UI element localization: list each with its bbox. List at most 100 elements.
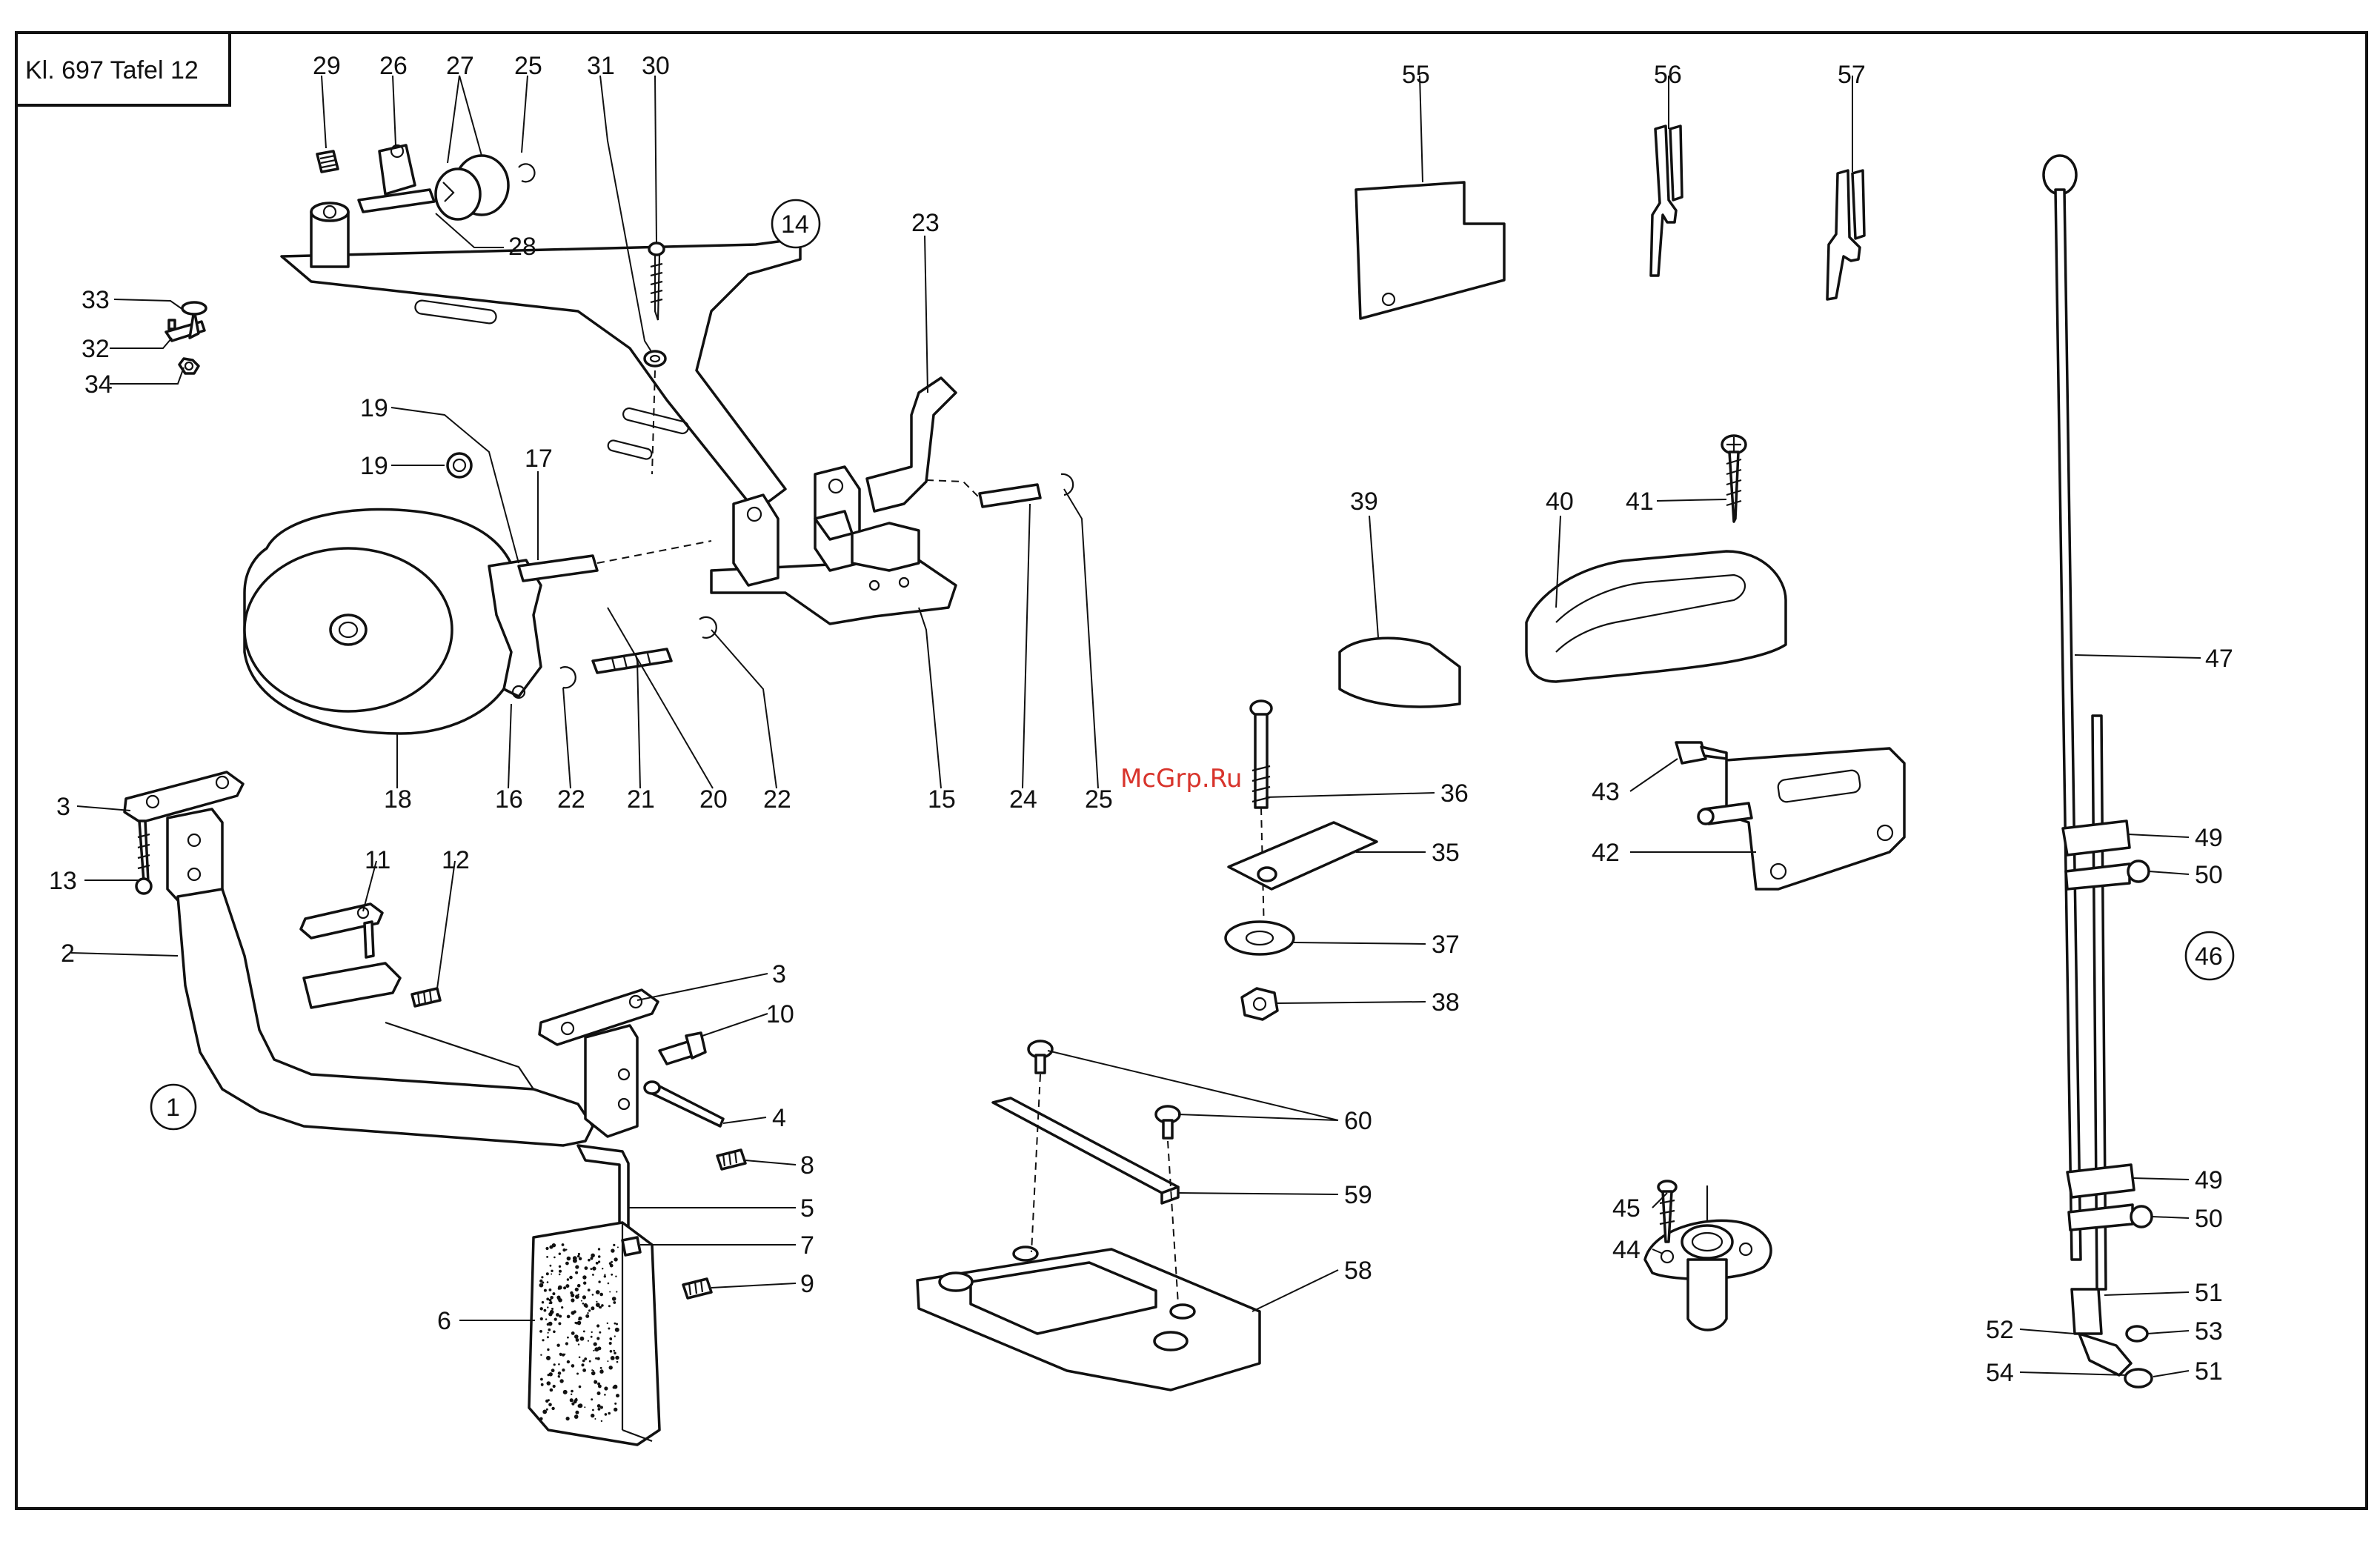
sponge-speck: [547, 1349, 549, 1351]
sponge-speck: [541, 1276, 543, 1278]
sponge-speck: [594, 1418, 596, 1420]
part-label: 39: [1350, 488, 1378, 516]
group-marker-14: 14: [772, 200, 820, 247]
part-label: 41: [1626, 488, 1654, 516]
sponge-speck: [608, 1305, 611, 1307]
sponge-speck: [551, 1270, 553, 1272]
svg-text:14: 14: [781, 210, 809, 239]
sponge-speck: [547, 1281, 549, 1283]
sponge-speck: [567, 1257, 571, 1261]
part-label: 22: [557, 785, 585, 814]
sponge-speck: [608, 1283, 610, 1285]
guide-plate-55: [1356, 182, 1504, 319]
sponge-speck: [553, 1385, 556, 1388]
sponge-speck: [562, 1369, 565, 1371]
sponge-speck: [575, 1265, 579, 1268]
group-marker-46: 46: [2186, 932, 2233, 980]
sponge-speck: [605, 1413, 608, 1416]
sponge-speck: [597, 1404, 601, 1408]
sponge-speck: [563, 1286, 566, 1289]
sponge-speck: [595, 1357, 597, 1360]
sponge-speck: [559, 1354, 562, 1356]
part-label: 47: [2205, 645, 2233, 673]
sponge-speck: [588, 1288, 591, 1291]
part-label: 6: [437, 1307, 451, 1335]
sponge-speck: [614, 1403, 616, 1405]
sponge-speck: [582, 1369, 586, 1372]
sponge-speck: [614, 1408, 617, 1411]
sponge-speck: [599, 1331, 601, 1334]
part-label: 37: [1432, 931, 1460, 959]
sponge-speck: [540, 1307, 543, 1310]
sponge-speck: [599, 1306, 601, 1308]
part-label: 38: [1432, 988, 1460, 1017]
sponge-speck: [588, 1259, 591, 1262]
sponge-speck: [575, 1288, 579, 1291]
sponge-speck: [591, 1336, 593, 1338]
base-block-58-60: [917, 1041, 1260, 1390]
part-label: 52: [1986, 1316, 2014, 1344]
sponge-speck: [588, 1309, 591, 1311]
part-label: 55: [1402, 61, 1430, 89]
sponge-speck: [596, 1262, 599, 1265]
sponge-speck: [592, 1294, 594, 1296]
part-label: 51: [2195, 1279, 2223, 1307]
sponge-speck: [579, 1403, 583, 1408]
sponge-speck: [613, 1301, 616, 1304]
part-label: 28: [508, 233, 536, 261]
sponge-speck: [615, 1328, 619, 1332]
part-label: 26: [379, 52, 408, 80]
sponge-speck: [614, 1352, 616, 1354]
sponge-speck: [591, 1371, 596, 1376]
sponge-speck: [569, 1276, 573, 1280]
sponge-speck: [575, 1271, 578, 1274]
cable-clamp-parts: [166, 302, 206, 373]
sponge-speck: [591, 1369, 593, 1371]
sponge-speck: [577, 1256, 579, 1257]
vertical-rod-assembly-46: [2044, 156, 2152, 1387]
sponge-speck: [539, 1283, 544, 1288]
part-label: 57: [1838, 61, 1866, 89]
part-label: 22: [763, 785, 791, 814]
sponge-speck: [571, 1364, 575, 1368]
sponge-speck: [565, 1342, 568, 1345]
sponge-speck: [614, 1335, 616, 1337]
part-label: 19: [360, 452, 388, 480]
sponge-speck: [592, 1274, 594, 1276]
sponge-speck: [558, 1287, 560, 1289]
part-label: 2: [61, 940, 75, 968]
sponge-speck: [614, 1385, 618, 1389]
sponge-speck: [567, 1278, 569, 1280]
sponge-speck: [558, 1363, 560, 1366]
part-label: 34: [84, 370, 113, 399]
part-label: 21: [627, 785, 655, 814]
sponge-speck: [547, 1323, 550, 1326]
bushing-44: [1645, 1181, 1771, 1330]
sponge-speck: [554, 1318, 557, 1321]
sponge-speck: [584, 1303, 588, 1307]
part-label: 40: [1546, 488, 1574, 516]
sponge-speck: [574, 1334, 579, 1339]
sponge-speck: [542, 1385, 543, 1386]
sponge-speck: [609, 1366, 613, 1369]
sponge-speck: [542, 1339, 544, 1341]
part-label: 17: [525, 445, 553, 473]
part-label: 44: [1612, 1236, 1641, 1264]
sponge-speck: [562, 1248, 565, 1251]
wedge-39: [1340, 638, 1460, 707]
part-label: 27: [446, 52, 474, 80]
sponge-speck: [556, 1313, 559, 1317]
sponge-speck: [547, 1381, 551, 1386]
watermark-text: McGrp.Ru: [1120, 764, 1242, 794]
sponge-speck: [584, 1406, 585, 1408]
sponge-speck: [608, 1328, 610, 1330]
sponge-speck: [557, 1314, 559, 1315]
part-label: 58: [1344, 1257, 1372, 1285]
sponge-speck: [559, 1253, 561, 1255]
sponge-speck: [598, 1255, 601, 1258]
sponge-speck: [546, 1409, 548, 1411]
sponge-speck: [584, 1296, 586, 1298]
sponge-speck: [545, 1247, 548, 1250]
sponge-speck: [592, 1266, 596, 1270]
sponge-speck: [571, 1403, 574, 1406]
